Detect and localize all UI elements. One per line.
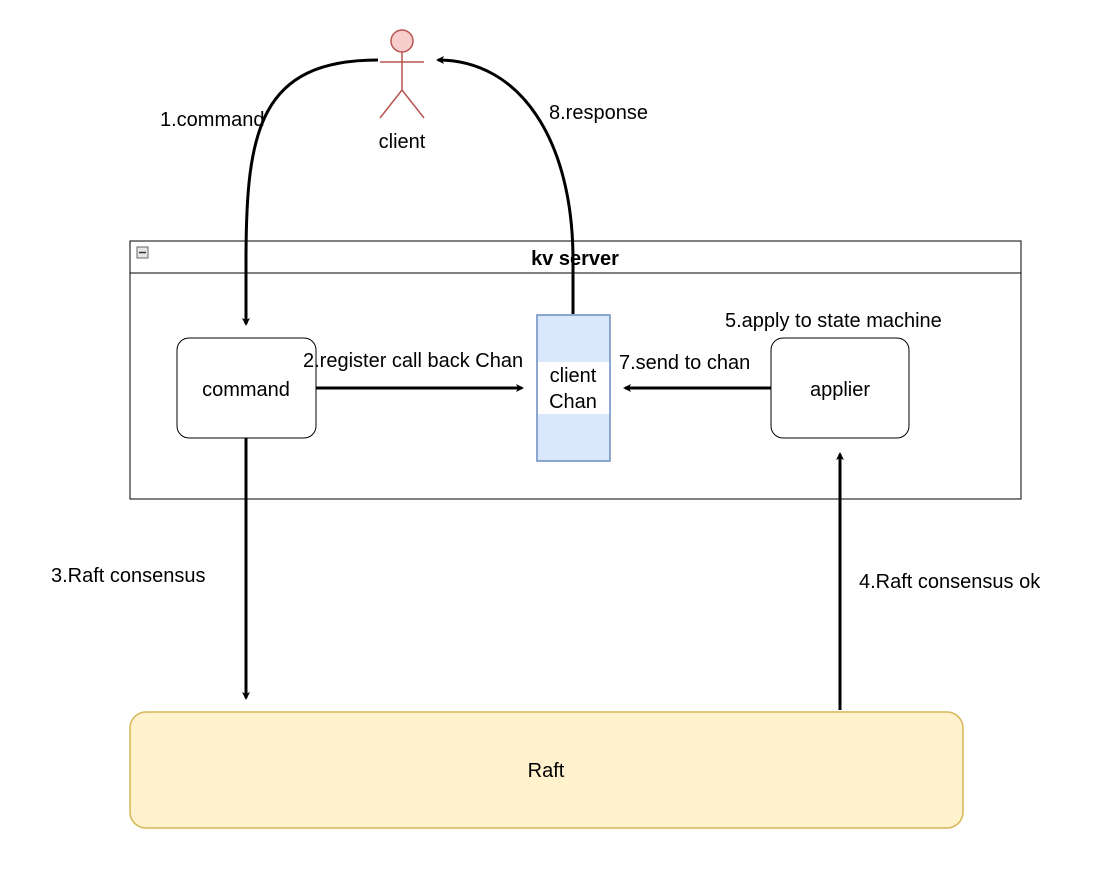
edge-label-raft-consensus-ok: 4.Raft consensus ok — [859, 571, 1041, 593]
edge-label-raft-consensus: 3.Raft consensus — [51, 565, 206, 587]
client-chan-label-line1: client — [550, 365, 597, 387]
edge-label-response: 8.response — [549, 102, 648, 124]
applier-node-label: applier — [810, 379, 870, 401]
edge-label-apply-state-machine: 5.apply to state machine — [725, 310, 942, 332]
actor-head — [390, 29, 414, 53]
raft-node[interactable] — [129, 711, 964, 829]
command-node-label: command — [202, 379, 290, 401]
collapse-icon[interactable] — [136, 246, 149, 259]
actor-left-leg — [379, 89, 403, 119]
edge-label-register-chan: 2.register call back Chan — [303, 350, 523, 372]
edge-label-command: 1.command — [160, 109, 265, 131]
raft-node-label: Raft — [528, 760, 565, 782]
client-actor-label: client — [379, 131, 426, 153]
client-chan-label-bg — [538, 362, 609, 414]
client-chan-label-line2: Chan — [549, 391, 597, 413]
kv-server-title: kv server — [531, 248, 619, 270]
actor-right-leg — [401, 89, 425, 119]
client-actor[interactable] — [379, 29, 425, 119]
edge-response[interactable] — [436, 56, 575, 314]
edge-command[interactable] — [242, 58, 379, 326]
edge-label-send-to-chan: 7.send to chan — [619, 352, 750, 374]
